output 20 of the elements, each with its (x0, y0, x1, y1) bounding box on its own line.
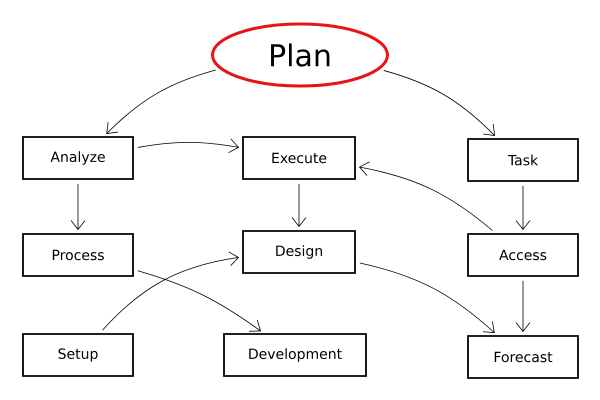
arrow (358, 161, 493, 231)
arrow (137, 270, 262, 332)
arrow (359, 262, 495, 334)
arrow (70, 184, 86, 230)
arrow (106, 70, 216, 134)
process-box: Process (22, 233, 134, 277)
arrow (383, 70, 496, 136)
arrow (516, 280, 530, 332)
arrow (292, 184, 306, 228)
process-box: Task (467, 138, 579, 182)
arrow (137, 138, 240, 154)
arrow (516, 186, 530, 230)
process-box: Analyze (22, 136, 134, 180)
process-box: Development (223, 333, 367, 377)
arrow (102, 251, 240, 331)
process-box: Design (242, 230, 356, 274)
process-box: Execute (242, 136, 356, 180)
process-box: Setup (22, 333, 134, 377)
process-box: Access (467, 233, 579, 277)
process-box: Forecast (467, 335, 579, 379)
